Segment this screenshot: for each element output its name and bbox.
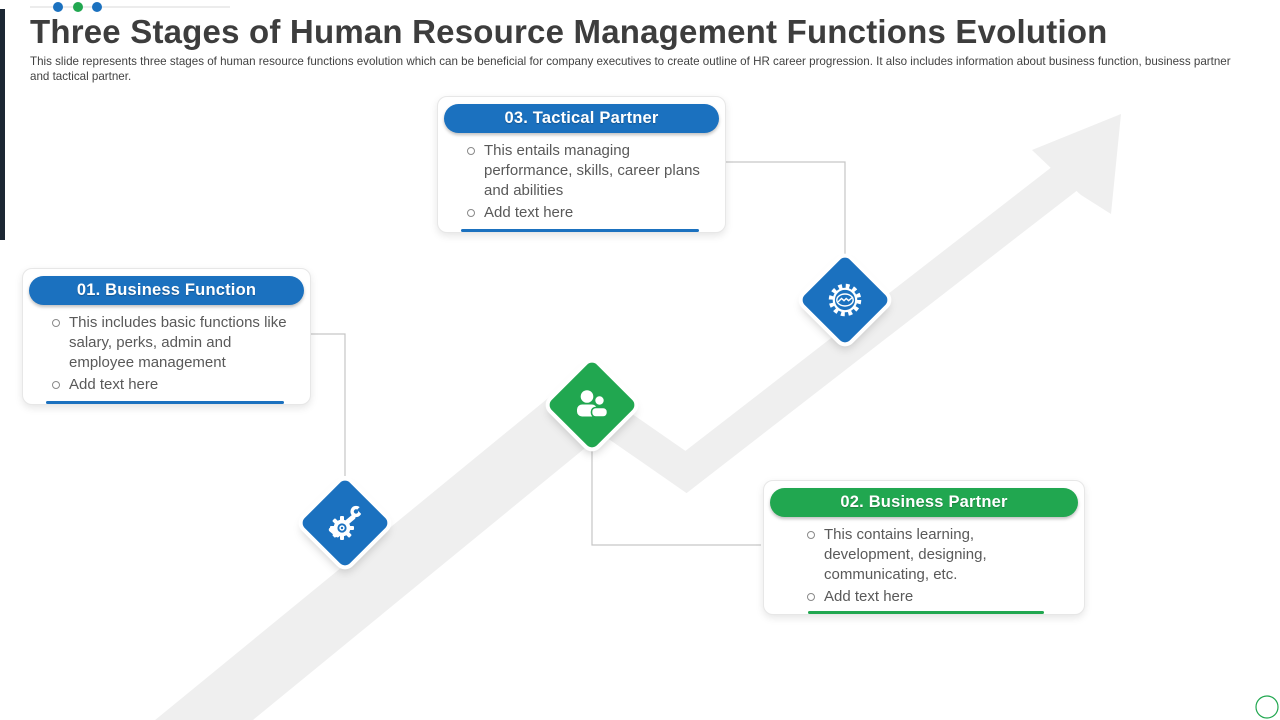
bullet-item: This contains learning, development, des… — [807, 525, 1058, 584]
corner-circle-decoration — [1255, 695, 1279, 719]
people-icon — [570, 383, 614, 427]
stage1-header-pill: 01. Business Function — [29, 276, 304, 305]
stage1-card: 01. Business Function This includes basi… — [22, 268, 311, 405]
connector-lines — [308, 161, 846, 546]
accent-dot — [92, 2, 102, 12]
connector-stage3 — [725, 161, 846, 266]
stage1-title: 01. Business Function — [76, 281, 257, 299]
card-accent-underline — [461, 229, 699, 232]
stage3-card: 03. Tactical Partner This entails managi… — [437, 96, 726, 233]
stage2-bullet-list: This contains learning, development, des… — [764, 525, 1084, 607]
stage1-diamond — [299, 477, 391, 569]
stage2-header-pill: 02. Business Partner — [770, 488, 1078, 517]
card-accent-underline — [46, 401, 284, 404]
stage3-title: 03. Tactical Partner — [504, 109, 659, 127]
left-accent-bar — [0, 9, 5, 240]
bullet-item: This entails managing performance, skill… — [467, 141, 705, 200]
header-dots-decoration — [30, 2, 230, 12]
tools-gear-icon — [323, 501, 367, 545]
connector-stage1 — [308, 333, 346, 476]
accent-dot — [53, 2, 63, 12]
accent-dot — [73, 2, 83, 12]
card-accent-underline — [808, 611, 1044, 614]
connector-stage2 — [591, 448, 761, 546]
page-description: This slide represents three stages of hu… — [30, 55, 1231, 83]
bullet-item: This includes basic functions like salar… — [52, 313, 290, 372]
stage3-bullet-list: This entails managing performance, skill… — [438, 141, 725, 223]
bullet-item: Add text here — [807, 587, 1058, 607]
arrow-shaft-main — [155, 384, 605, 720]
gear-handshake-icon — [823, 278, 867, 322]
stage2-card: 02. Business Partner This contains learn… — [763, 480, 1085, 615]
stage2-diamond — [546, 359, 638, 451]
stage2-title: 02. Business Partner — [840, 493, 1008, 511]
arrow-head — [1032, 114, 1121, 214]
stage3-diamond — [799, 254, 891, 346]
bullet-item: Add text here — [467, 203, 705, 223]
page-title: Three Stages of Human Resource Managemen… — [30, 13, 1108, 50]
stage1-bullet-list: This includes basic functions like salar… — [23, 313, 310, 395]
stage3-header-pill: 03. Tactical Partner — [444, 104, 719, 133]
bullet-item: Add text here — [52, 375, 290, 395]
